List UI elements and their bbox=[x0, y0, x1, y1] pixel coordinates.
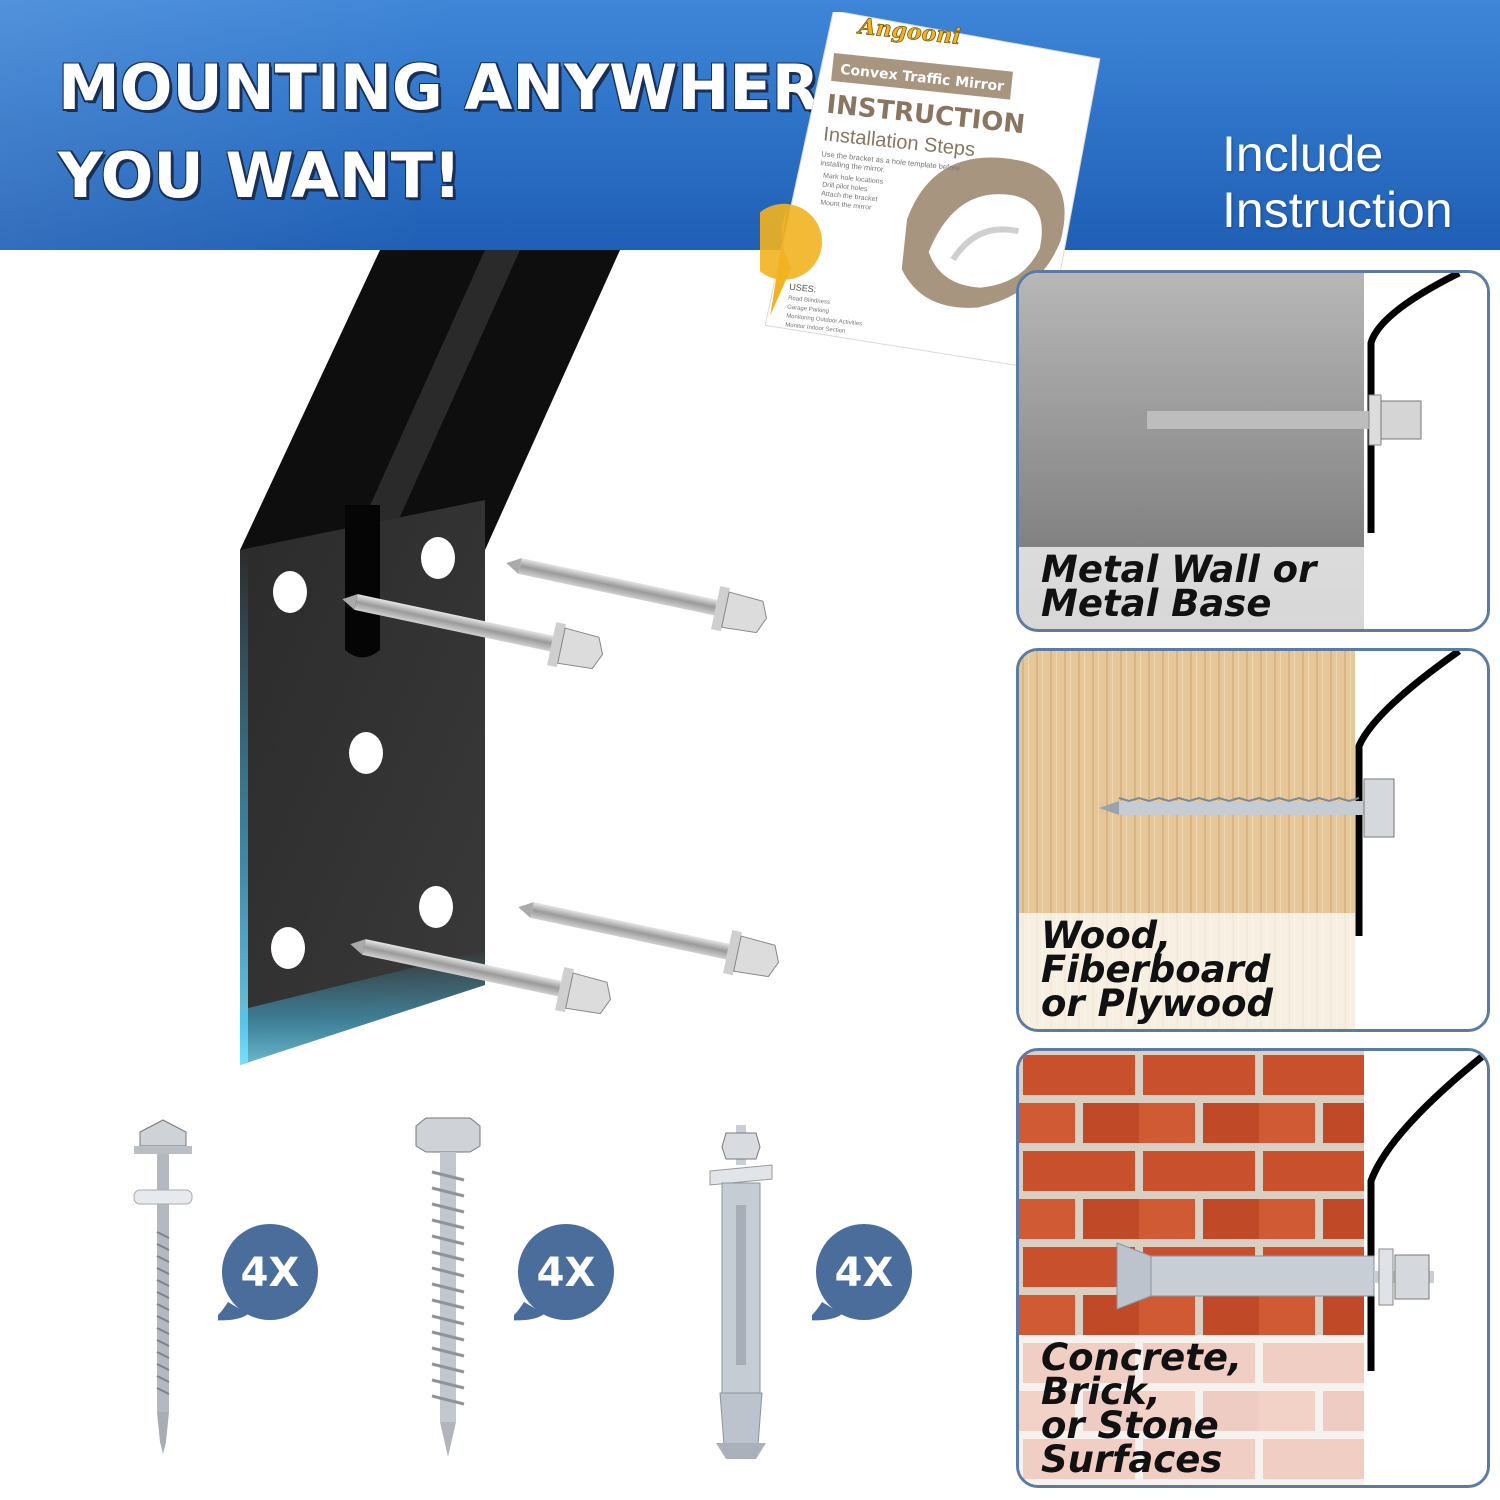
booklet-uses-label: USES: bbox=[789, 282, 817, 295]
screw bbox=[506, 558, 768, 634]
screw bbox=[518, 902, 780, 978]
caption-line-2: or Plywood bbox=[1041, 982, 1273, 1025]
booklet-use-1: Road Blindness bbox=[788, 296, 830, 306]
quantity-badge: 4X bbox=[218, 1222, 322, 1326]
headline: MOUNTING ANYWHERE YOU WANT! bbox=[58, 44, 862, 220]
anchor-bolt bbox=[1116, 1242, 1434, 1310]
bracket-hole bbox=[421, 537, 455, 579]
screw bbox=[342, 594, 604, 670]
booklet-use-2: Garage Parking bbox=[787, 305, 829, 315]
quantity-label: 4X bbox=[240, 1250, 300, 1296]
bracket-hole bbox=[271, 927, 305, 969]
quantity-label: 4X bbox=[536, 1250, 596, 1296]
screw bbox=[1125, 394, 1422, 446]
lag-screw-image bbox=[415, 1117, 481, 1457]
surface-caption: Concrete, Brick, or Stone Surfaces bbox=[1019, 1335, 1364, 1485]
surface-panel-wood: Wood, Fiberboard or Plywood bbox=[1016, 648, 1490, 1032]
instruction-booklet: Convex Traffic Mirror Angooni INSTRUCTIO… bbox=[760, 12, 1101, 371]
caption-line-2: Metal Base bbox=[1041, 582, 1272, 625]
top-banner: MOUNTING ANYWHERE YOU WANT! Include Inst… bbox=[0, 0, 1500, 250]
expansion-anchor-image bbox=[709, 1125, 773, 1459]
self-drilling-screw-image bbox=[133, 1119, 193, 1454]
quantity-badge: 4X bbox=[812, 1222, 916, 1326]
headline-line-2: YOU WANT! bbox=[58, 139, 462, 212]
caption-line-1: Wood, Fiberboard bbox=[1041, 914, 1271, 991]
bracket-hole bbox=[349, 732, 383, 774]
headline-line-1: MOUNTING ANYWHERE bbox=[58, 51, 862, 124]
caption-line-1: Metal Wall or bbox=[1041, 548, 1317, 591]
include-line-2: Instruction bbox=[1222, 182, 1453, 238]
bracket-hole bbox=[273, 571, 307, 613]
quantity-label: 4X bbox=[834, 1250, 894, 1296]
screw bbox=[350, 939, 612, 1015]
caption-line-2: or Stone Surfaces bbox=[1041, 1404, 1223, 1481]
booklet-step-2: Drill pilot holes bbox=[822, 181, 868, 193]
screw bbox=[1099, 778, 1395, 838]
quantity-badge: 4X bbox=[514, 1222, 618, 1326]
include-line-1: Include bbox=[1222, 126, 1384, 182]
mounting-bracket bbox=[240, 250, 780, 1065]
surface-panel-metal: Metal Wall or Metal Base bbox=[1016, 270, 1490, 632]
caption-line-1: Concrete, Brick, bbox=[1041, 1336, 1243, 1413]
include-instruction-label: Include Instruction bbox=[1222, 126, 1453, 238]
surface-panel-brick: Concrete, Brick, or Stone Surfaces bbox=[1016, 1048, 1490, 1488]
surface-caption: Wood, Fiberboard or Plywood bbox=[1019, 913, 1355, 1029]
surface-caption: Metal Wall or Metal Base bbox=[1019, 547, 1364, 629]
bracket-hole bbox=[419, 886, 453, 928]
